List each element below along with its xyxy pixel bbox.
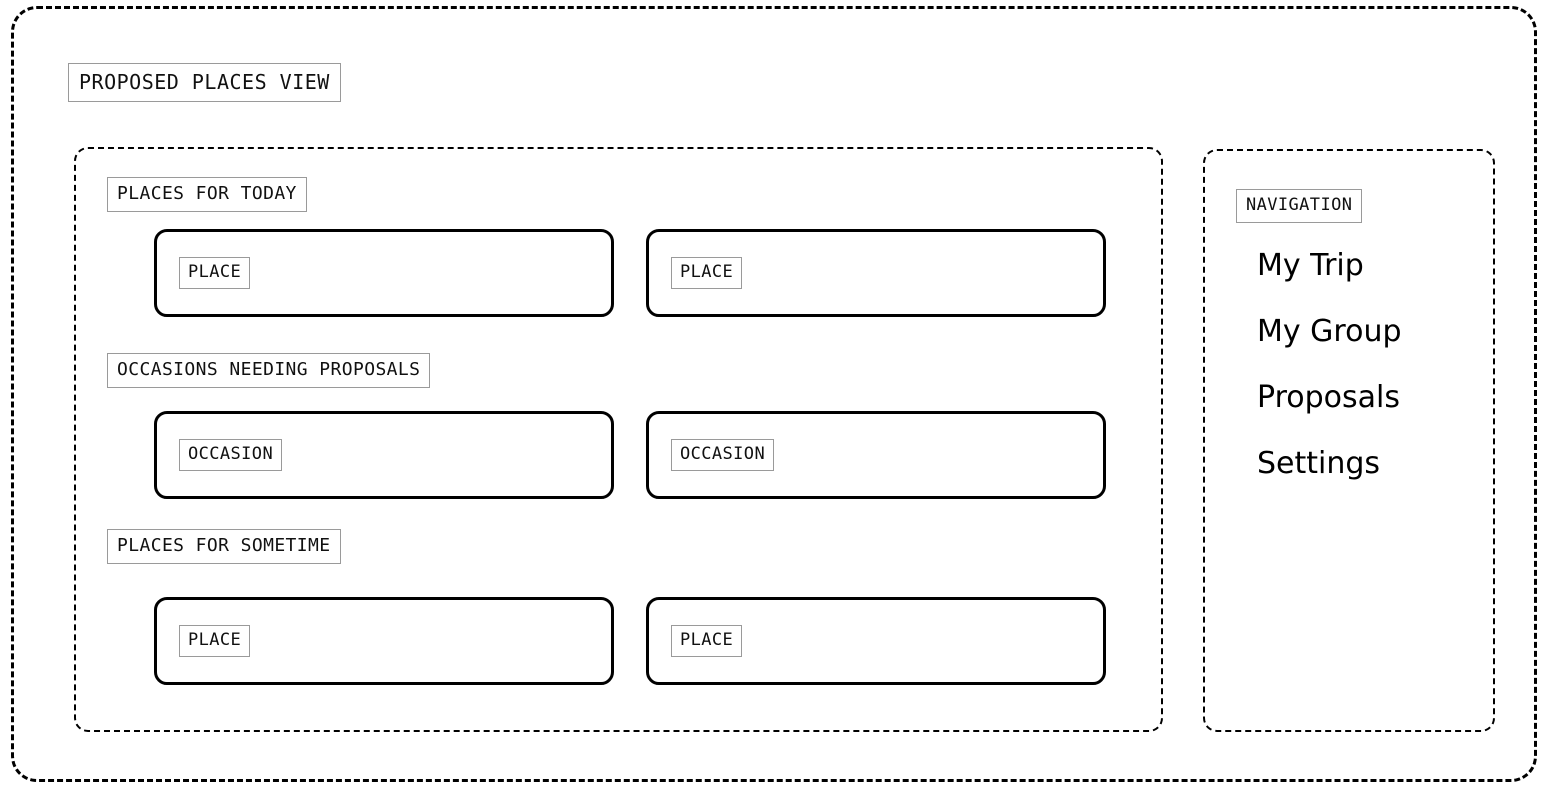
place-card[interactable]: PLACE: [154, 229, 614, 317]
place-card-label: PLACE: [671, 625, 743, 657]
place-card[interactable]: PLACE: [646, 597, 1106, 685]
place-card-label: PLACE: [179, 625, 251, 657]
occasion-card[interactable]: OCCASION: [154, 411, 614, 499]
nav-item-proposals[interactable]: Proposals: [1257, 380, 1400, 415]
place-card[interactable]: PLACE: [154, 597, 614, 685]
nav-item-settings[interactable]: Settings: [1257, 446, 1381, 481]
content-panel: PLACES FOR TODAY PLACE PLACE OCCASIONS N…: [74, 147, 1163, 732]
screen-frame: PROPOSED PLACES VIEW PLACES FOR TODAY PL…: [11, 6, 1537, 782]
page-title: PROPOSED PLACES VIEW: [68, 63, 341, 102]
section-label-places-for-today: PLACES FOR TODAY: [107, 177, 307, 212]
navigation-list: My Trip My Group Proposals Settings: [1257, 251, 1477, 515]
section-label-places-for-sometime: PLACES FOR SOMETIME: [107, 529, 341, 564]
nav-item-my-group[interactable]: My Group: [1257, 314, 1402, 349]
place-card[interactable]: PLACE: [646, 229, 1106, 317]
section-label-occasions-needing-proposals: OCCASIONS NEEDING PROPOSALS: [107, 353, 431, 388]
occasion-card-label: OCCASION: [179, 439, 283, 471]
nav-item-my-trip[interactable]: My Trip: [1257, 248, 1364, 283]
occasion-card[interactable]: OCCASION: [646, 411, 1106, 499]
navigation-title: NAVIGATION: [1236, 189, 1363, 223]
navigation-panel: NAVIGATION My Trip My Group Proposals Se…: [1203, 149, 1495, 732]
place-card-label: PLACE: [671, 257, 743, 289]
place-card-label: PLACE: [179, 257, 251, 289]
occasion-card-label: OCCASION: [671, 439, 775, 471]
